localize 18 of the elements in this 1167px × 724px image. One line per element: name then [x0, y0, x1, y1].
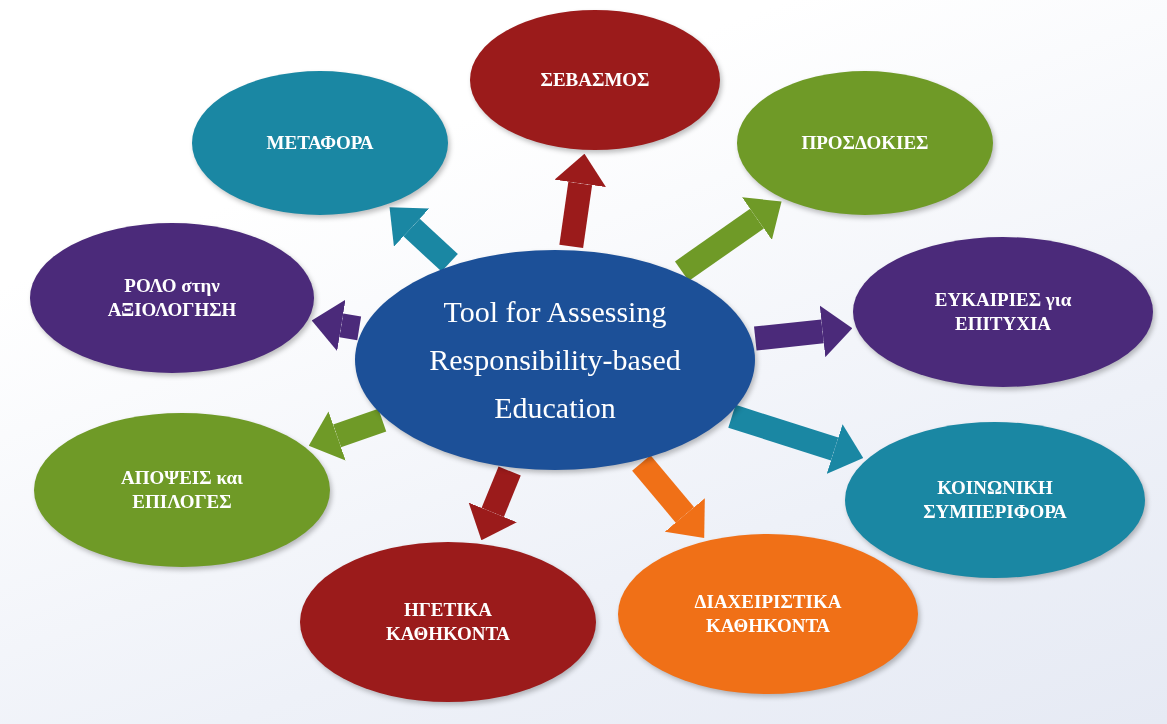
topic-label: ΕΥΚΑΙΡΙΕΣ για ΕΠΙΤΥΧΙΑ	[933, 288, 1073, 336]
topic-label: ΔΙΑΧΕΙΡΙΣΤΙΚΑ ΚΑΘΗΚΟΝΤΑ	[693, 590, 843, 638]
block-arrow	[308, 408, 387, 461]
block-arrow	[632, 455, 705, 538]
topic-label: ΠΡΟΣΔΟΚΙΕΣ	[801, 131, 929, 155]
block-arrow	[554, 153, 606, 249]
block-arrow	[728, 404, 864, 474]
topic-label: ΡΟΛΟ στην ΑΞΙΟΛΟΓΗΣΗ	[106, 274, 238, 322]
block-arrow	[468, 466, 521, 541]
block-arrow	[311, 299, 362, 352]
topic-label: ΗΓΕΤΙΚΑ ΚΑΘΗΚΟΝΤΑ	[385, 598, 511, 646]
topic-label: ΚΟΙΝΩΝΙΚΗ ΣΥΜΠΕΡΙΦΟΡΑ	[922, 476, 1068, 524]
block-arrow	[674, 197, 782, 282]
block-arrow	[389, 207, 458, 272]
title-text: Tool for Assessing Responsibility-based Education	[428, 294, 682, 426]
topic-label: ΜΕΤΑΦΟΡΑ	[266, 131, 374, 155]
topic-label: ΣΕΒΑΣΜΟΣ	[540, 68, 650, 92]
topic-label: ΑΠΟΨΕΙΣ και ΕΠΙΛΟΓΕΣ	[120, 466, 244, 514]
